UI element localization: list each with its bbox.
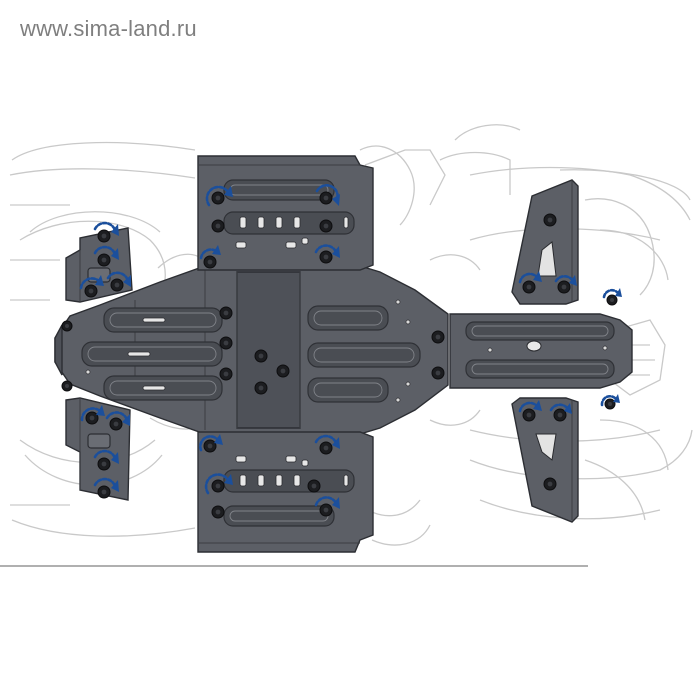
bolt-icon xyxy=(543,477,557,491)
bolt-icon xyxy=(97,229,111,243)
bolt-icon xyxy=(219,336,233,350)
rotate-arrow-icon xyxy=(518,271,542,284)
bolt-icon xyxy=(319,441,333,455)
bolt-icon xyxy=(543,213,557,227)
bolt-icon xyxy=(431,330,445,344)
rotate-arrow-icon xyxy=(199,434,223,452)
rotate-arrow-icon xyxy=(314,496,340,509)
rotate-arrow-icon xyxy=(199,245,221,260)
bolt-icon xyxy=(211,191,225,205)
bolt-icon xyxy=(522,408,536,422)
bolt-icon xyxy=(522,280,536,294)
bolt-icon xyxy=(84,284,98,298)
rotate-arrow-icon xyxy=(314,244,340,258)
rotate-arrow-icon xyxy=(80,405,105,422)
rear-lower-arm-guard xyxy=(511,397,579,523)
bolt-icon xyxy=(110,278,124,292)
bolt-icon xyxy=(307,479,321,493)
bolt-icon xyxy=(97,485,111,499)
bolt-icon xyxy=(203,255,217,269)
bolt-icon xyxy=(97,253,111,267)
rotate-arrow-icon xyxy=(518,400,542,413)
rotate-arrow-icon xyxy=(106,271,131,287)
rotate-arrow-icon xyxy=(602,288,622,299)
rotate-arrow-icon xyxy=(93,245,119,260)
bolt-icon xyxy=(606,294,618,306)
bolt-icon xyxy=(319,250,333,264)
bolt-icon xyxy=(211,479,225,493)
rotate-arrow-icon xyxy=(315,184,340,206)
bolt-icon xyxy=(319,503,333,517)
bolt-icon xyxy=(109,417,123,431)
bolt-icon xyxy=(97,457,111,471)
rotate-arrow-icon xyxy=(600,394,620,407)
watermark-text: www.sima-land.ru xyxy=(20,16,197,41)
bolts xyxy=(61,191,618,519)
main-skid-plate xyxy=(54,265,449,435)
rotate-arrow-icon xyxy=(93,221,119,236)
rotate-arrow-icon xyxy=(105,411,130,426)
rotate-arrow-icon xyxy=(93,449,119,464)
bolt-icon xyxy=(254,381,268,395)
bolt-icon xyxy=(319,219,333,233)
bolt-icon xyxy=(319,191,333,205)
rotate-arrow-icon xyxy=(205,185,233,207)
top-side-plate xyxy=(197,155,374,271)
rotate-arrow-icon xyxy=(554,274,577,286)
bolt-icon xyxy=(431,366,445,380)
rotation-arrows xyxy=(79,184,622,509)
bottom-side-plate xyxy=(197,431,374,553)
vehicle-outline xyxy=(9,124,693,546)
bolt-icon xyxy=(219,306,233,320)
bolt-icon xyxy=(553,408,567,422)
bolt-icon xyxy=(604,398,616,410)
rotate-arrow-icon xyxy=(93,477,119,492)
rotate-arrow-icon xyxy=(549,403,572,414)
bolt-icon xyxy=(211,505,225,519)
rear-skid-plate xyxy=(449,313,633,389)
rotate-arrow-icon xyxy=(79,275,104,290)
bolt-icon xyxy=(85,411,99,425)
bolt-icon xyxy=(254,349,268,363)
bolt-icon xyxy=(61,380,73,392)
rotate-arrow-icon xyxy=(204,473,233,495)
bolt-icon xyxy=(557,280,571,294)
bolt-icon xyxy=(203,439,217,453)
rotate-arrow-icon xyxy=(314,434,340,449)
bolt-icon xyxy=(61,320,73,332)
bolt-icon xyxy=(211,219,225,233)
bolt-icon xyxy=(219,367,233,381)
bolt-icon xyxy=(276,364,290,378)
